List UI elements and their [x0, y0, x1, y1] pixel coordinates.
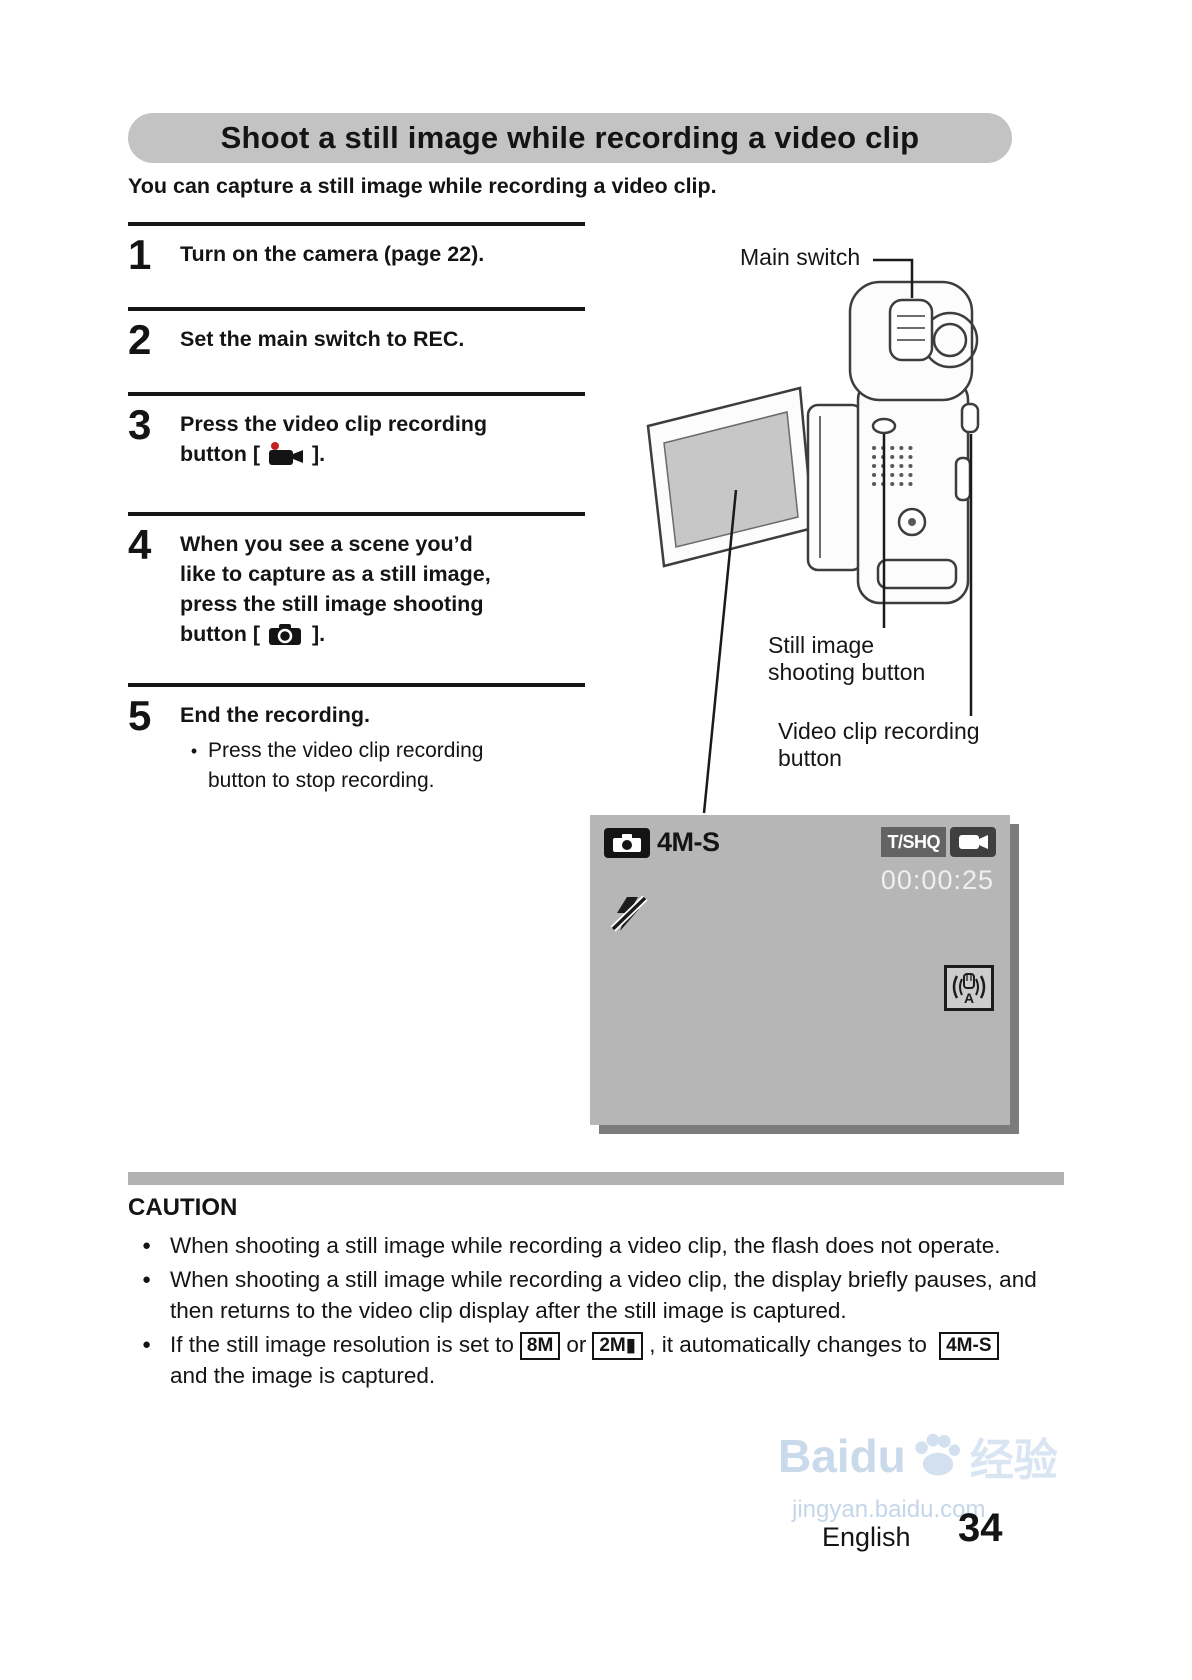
resolution-tag-2m: 2M▮ [592, 1332, 644, 1360]
caution-b3-segment: , it automatically changes to [649, 1332, 927, 1357]
caution-bullet-1-text: When shooting a still image while record… [170, 1233, 1001, 1258]
image-stabilizer-icon: A [944, 965, 994, 1011]
label-main-switch: Main switch [740, 244, 861, 270]
step-4-bracket-close: ]. [312, 622, 326, 646]
step-5: 5 End the recording. • Press the video c… [128, 683, 585, 796]
step-3-number: 3 [128, 401, 152, 448]
video-clip-recording-icon [267, 441, 305, 467]
step-3-bracket-open: button [ [180, 442, 260, 466]
step-4-number: 4 [128, 521, 152, 568]
watermark-brand-cn: 经验 [969, 1436, 1058, 1485]
lcd-top-right-indicators: T/SHQ [881, 827, 996, 857]
step-5-number: 5 [128, 692, 152, 739]
step-4: 4 When you see a scene you’d like to cap… [128, 512, 585, 683]
step-3-text-line-1: Press the video clip recording [180, 412, 488, 436]
step-4-text-line-2: like to capture as a still image, [180, 562, 491, 586]
resolution-indicator: 4M-S [657, 827, 720, 857]
bullet-glyph: ● [142, 1237, 152, 1254]
lcd-top-left-indicators: 4M-S [604, 827, 720, 858]
still-image-shooting-icon [267, 621, 305, 647]
step-4-bracket-open: button [ [180, 622, 260, 646]
camera-drawing [646, 280, 980, 605]
step-5-sub-bullet: • Press the video clip recording button … [180, 736, 484, 796]
step-1: 1 Turn on the camera (page 22). [128, 222, 585, 307]
resolution-tag-4ms: 4M-S [939, 1332, 999, 1360]
step-4-text-line-4: button []. [180, 619, 491, 649]
flash-off-icon [610, 895, 650, 940]
step-3-text-line-2: button []. [180, 439, 487, 469]
step-3-bracket-close: ]. [312, 442, 326, 466]
caution-b3-segment: If the still image resolution is set to [170, 1332, 514, 1357]
caution-heading: CAUTION [128, 1194, 238, 1221]
caution-b3-segment: or [566, 1332, 587, 1357]
paw-icon [912, 1430, 964, 1483]
leader-lines [702, 258, 973, 814]
caution-bullet-2: ● When shooting a still image while reco… [142, 1264, 1037, 1326]
step-5-sub-line-1: Press the video clip recording [208, 739, 484, 762]
caution-bullet-1: ● When shooting a still image while reco… [142, 1230, 1037, 1261]
label-still-image-button: Still image shooting button [768, 632, 926, 685]
caution-bullet-2-text: When shooting a still image while record… [170, 1267, 1037, 1323]
caution-bullet-3: ● If the still image resolution is set t… [142, 1329, 1037, 1391]
sub-bullet-glyph: • [190, 741, 198, 761]
intro-text: You can capture a still image while reco… [128, 174, 717, 198]
step-2: 2 Set the main switch to REC. [128, 307, 585, 392]
step-1-number: 1 [128, 231, 152, 278]
camera-illustration [646, 258, 980, 814]
step-2-text: Set the main switch to REC. [180, 327, 465, 351]
video-mode-indicator: T/SHQ [881, 827, 946, 857]
video-record-icon [950, 827, 996, 857]
step-4-text-line-3: press the still image shooting [180, 592, 484, 616]
watermark-brand: Baidu [778, 1430, 906, 1482]
label-video-clip-button: Video clip recording button [778, 718, 980, 771]
bullet-glyph: ● [142, 1271, 152, 1288]
illustration-lcd-screen [663, 411, 799, 548]
svg-text:A: A [964, 990, 974, 1006]
step-5-sub-line-2: button to stop recording. [208, 769, 435, 792]
bullet-glyph: ● [142, 1336, 152, 1353]
step-4-text-line-1: When you see a scene you’d [180, 532, 473, 556]
lcd-display-mockup: 4M-S T/SHQ 00:00:25 [590, 815, 1010, 1125]
illustration-main-switch [888, 298, 934, 362]
page-title: Shoot a still image while recording a vi… [128, 113, 1012, 163]
step-2-number: 2 [128, 316, 152, 363]
illustration-video-clip-button [960, 402, 980, 434]
caution-list: ● When shooting a still image while reco… [142, 1230, 1037, 1394]
step-3: 3 Press the video clip recording button … [128, 392, 585, 512]
step-5-text: End the recording. [180, 703, 370, 727]
instruction-steps: 1 Turn on the camera (page 22). 2 Set th… [128, 222, 585, 796]
footer-language: English [822, 1522, 911, 1552]
caution-divider-bar [128, 1172, 1064, 1185]
watermark-url: jingyan.baidu.com [792, 1496, 986, 1523]
leader-lcd-display [702, 489, 738, 814]
recording-time: 00:00:25 [880, 865, 994, 895]
still-image-mode-icon [604, 827, 650, 858]
caution-b3-segment: and the image is captured. [170, 1363, 436, 1388]
resolution-tag-8m: 8M [519, 1332, 561, 1360]
baidu-watermark: Baidu 经验 jingyan.baidu.com [778, 1424, 1058, 1524]
step-1-text: Turn on the camera (page 22). [180, 242, 485, 266]
footer-page-number: 34 [958, 1506, 1003, 1550]
illustration-still-image-button [871, 417, 897, 435]
leader-main-switch [873, 258, 914, 298]
